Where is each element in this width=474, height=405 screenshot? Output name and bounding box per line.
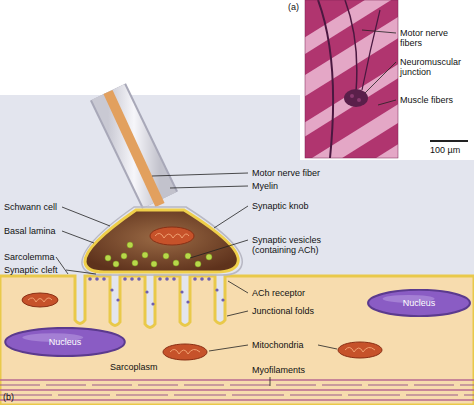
part-label: Myelin — [252, 181, 312, 191]
myofilaments — [0, 380, 474, 400]
panel-letter: (b) — [3, 392, 23, 402]
part-label: Neuromuscular junction — [400, 57, 472, 77]
part-label: Basal lamina — [4, 226, 64, 236]
motor-nerve-fiber — [108, 92, 160, 205]
scale-label: 100 µm — [430, 145, 472, 155]
part-label: Synaptic vesicles (containing ACh) — [252, 235, 334, 255]
part-label: Myelin — [252, 181, 312, 191]
part-label: Motor nerve fiber — [252, 168, 352, 178]
part-label: Sarcolemma — [4, 252, 60, 262]
part-label: Motor nerve fibers — [400, 28, 472, 48]
scale-bar — [430, 140, 468, 142]
part-label: Sarcolemma — [4, 252, 60, 262]
part-label: ACh receptor — [252, 288, 332, 298]
part-label: Mitochondria — [252, 340, 318, 350]
illustration-ground — [0, 95, 474, 405]
part-label: Sarcoplasm — [110, 362, 180, 372]
panel-letter: (a) — [288, 2, 308, 12]
part-label: Muscle fibers — [400, 95, 472, 105]
nucleus-oval: Nucleus — [367, 289, 471, 317]
micrograph — [305, 0, 398, 158]
sarcolemma — [0, 276, 474, 405]
synaptic-vesicles — [105, 242, 212, 267]
part-label: ACh receptor — [252, 288, 332, 298]
part-label: Schwann cell — [4, 202, 64, 212]
part-label: Mitochondria — [252, 340, 318, 350]
part-label: Sarcoplasm — [110, 362, 180, 372]
ach-receptors — [88, 277, 224, 305]
scale-label: 100 µm — [430, 145, 472, 155]
part-label: Neuromuscular junction — [400, 57, 472, 77]
part-label: Synaptic knob — [252, 201, 332, 211]
part-label: Junctional folds — [252, 306, 342, 316]
panel-letter: (b) — [3, 392, 23, 402]
part-label: Myofilaments — [252, 365, 332, 375]
synaptic-knob — [85, 210, 238, 272]
part-label: Synaptic cleft — [4, 265, 68, 275]
basal-lamina — [82, 207, 242, 275]
photo-leader-lines — [362, 30, 396, 105]
part-label: Muscle fibers — [400, 95, 472, 105]
nucleus-label: Nucleus — [4, 337, 126, 347]
part-label: Myofilaments — [252, 365, 332, 375]
part-label: Schwann cell — [4, 202, 64, 212]
part-label: Junctional folds — [252, 306, 342, 316]
part-label: Synaptic vesicles (containing ACh) — [252, 235, 334, 255]
part-label: Motor nerve fiber — [252, 168, 352, 178]
part-label: Motor nerve fibers — [400, 28, 472, 48]
nucleus-oval: Nucleus — [4, 327, 126, 357]
part-label: Basal lamina — [4, 226, 64, 236]
mitochondrion — [150, 227, 194, 245]
part-label: Synaptic knob — [252, 201, 332, 211]
nucleus-label: Nucleus — [367, 298, 471, 308]
part-label: Synaptic cleft — [4, 265, 68, 275]
panel-letter: (a) — [288, 2, 308, 12]
